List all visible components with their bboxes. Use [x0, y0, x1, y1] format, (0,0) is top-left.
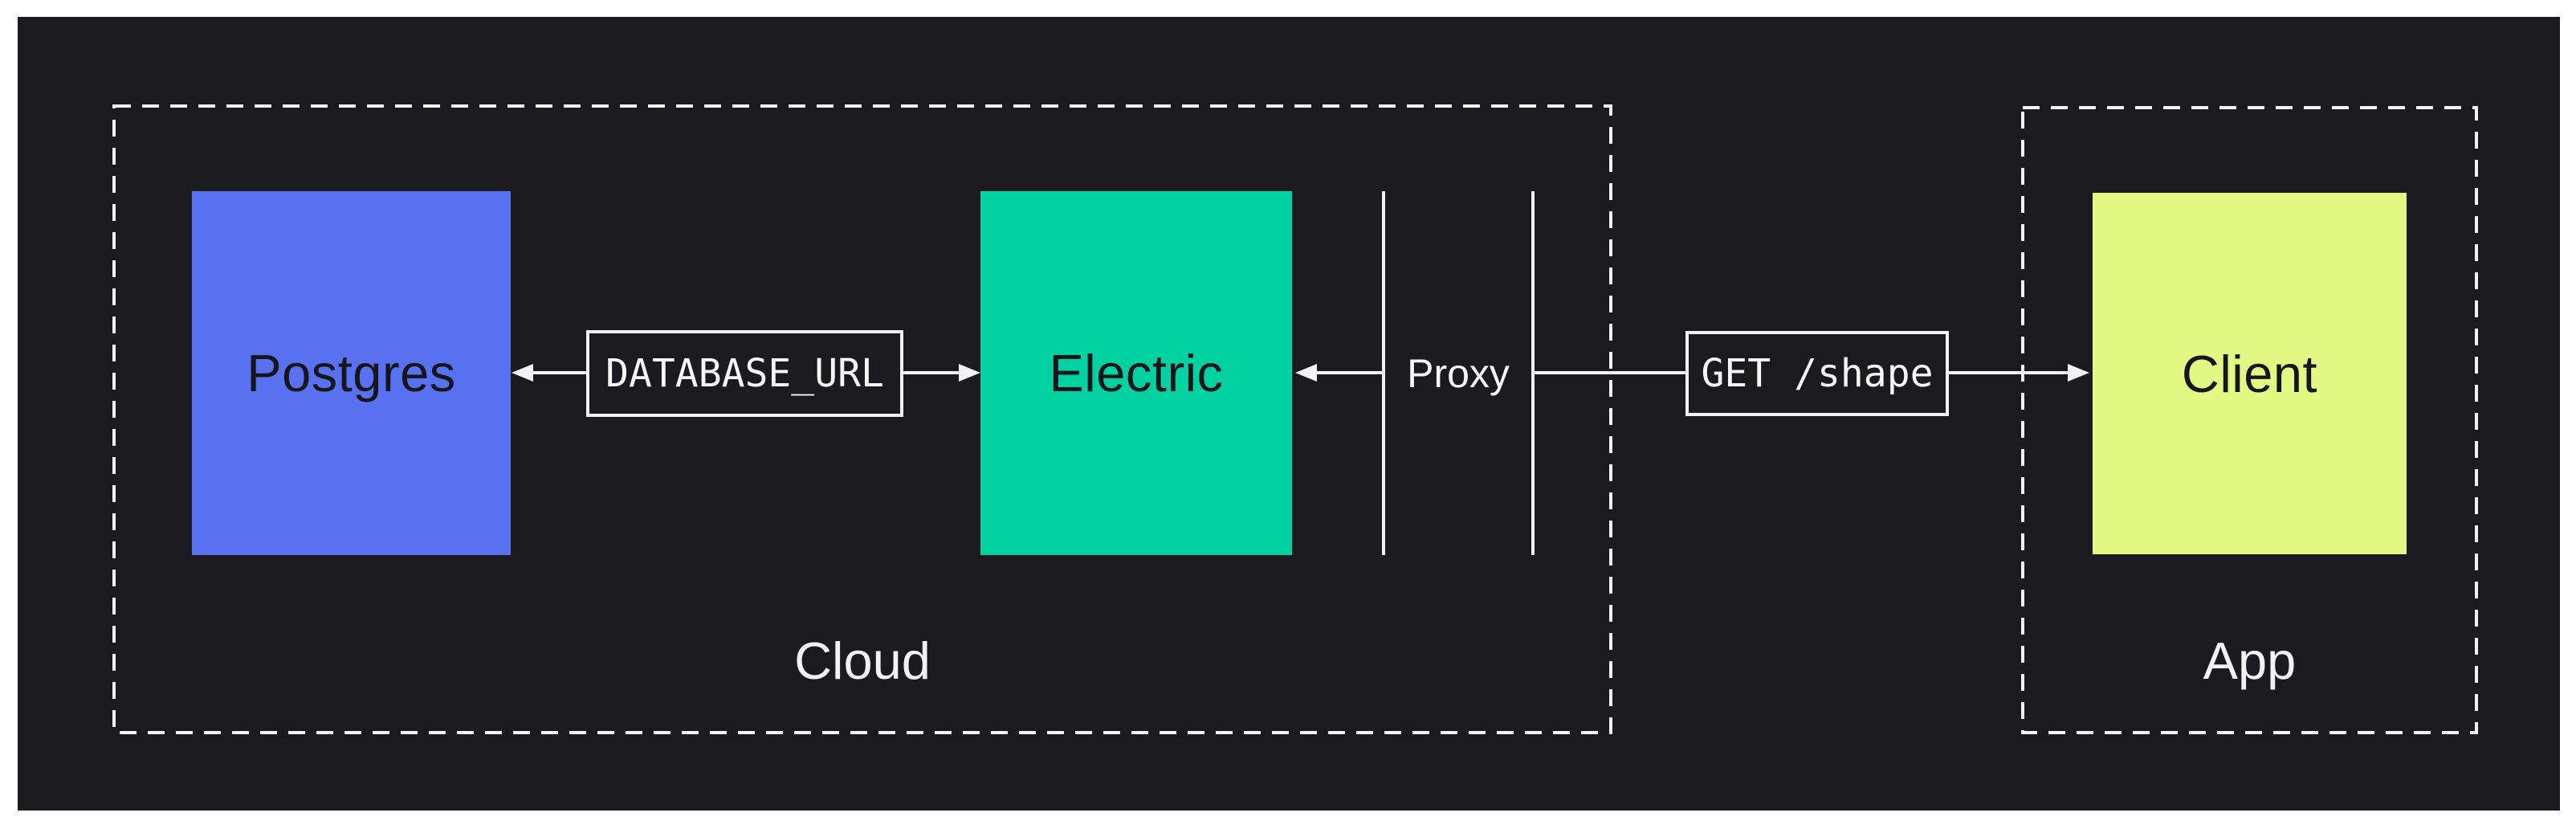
- arrowhead-into-electric-right: [1295, 364, 1317, 382]
- electric-node: Electric: [980, 191, 1292, 555]
- database-url-edge-label-box: DATABASE_URL: [586, 330, 903, 417]
- proxy-label-text: Proxy: [1407, 351, 1510, 396]
- client-node-label: Client: [2181, 344, 2318, 403]
- get-shape-edge-label-box: GET /shape: [1685, 331, 1949, 416]
- app-group-label: App: [2021, 630, 2478, 691]
- cloud-dashed-border: [112, 104, 1612, 734]
- app-group-label-text: App: [2203, 631, 2297, 690]
- get-shape-edge-label: GET /shape: [1701, 351, 1934, 396]
- app-dashed-border: [2021, 106, 2478, 734]
- database-url-edge-label: DATABASE_URL: [605, 351, 884, 396]
- postgres-node-label: Postgres: [247, 344, 456, 402]
- proxy-label: Proxy: [1385, 345, 1531, 402]
- cloud-group-label: Cloud: [112, 630, 1612, 691]
- cloud-group-label-text: Cloud: [794, 631, 931, 690]
- arrowhead-into-electric-left: [959, 364, 980, 382]
- electric-node-label: Electric: [1049, 344, 1224, 402]
- arrowhead-into-client: [2068, 364, 2089, 382]
- postgres-node: Postgres: [192, 191, 511, 555]
- arrowhead-into-postgres: [512, 364, 533, 382]
- client-node: Client: [2093, 193, 2407, 554]
